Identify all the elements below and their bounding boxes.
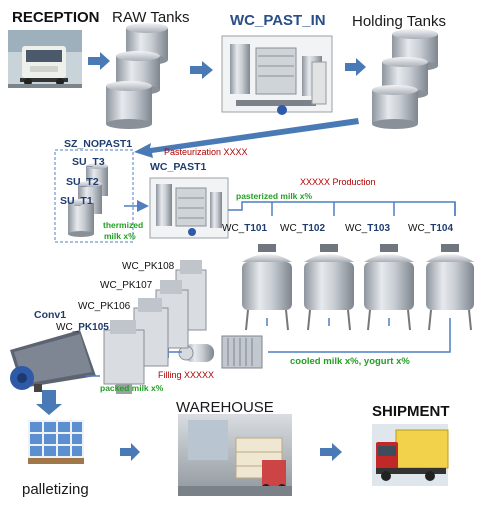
wc-pk105-label: WC_PK105	[56, 322, 109, 333]
packing-machines-icon	[103, 260, 207, 394]
cooled-milk-label: cooled milk x%, yogurt x%	[290, 356, 410, 367]
wc-pk108-label: WC_PK108	[122, 261, 175, 272]
thermized-milk-label: milk x%	[104, 231, 136, 241]
arrow-conveyor-pallet	[36, 390, 62, 415]
wc-t102-label: WC_T102	[280, 223, 326, 234]
reception-truck-icon	[8, 30, 82, 88]
conv1-label: Conv1	[34, 309, 67, 321]
raw-tanks-label: RAW Tanks	[112, 9, 190, 26]
pasteurization-label: Pasteurization XXXX	[164, 147, 248, 157]
raw-tanks-icon	[106, 23, 168, 129]
palletizing-label: palletizing	[22, 481, 89, 498]
wc-pk106-label: WC_PK106	[78, 301, 131, 312]
su-t3-label: SU_T3	[72, 156, 105, 168]
arrow-reception-raw	[88, 52, 110, 70]
distribution-lines	[228, 201, 456, 216]
arrow-pallet-warehouse	[120, 443, 140, 461]
su-tanks-icon	[68, 163, 108, 237]
arrow-holding-nopast	[134, 118, 359, 158]
sz-nopast1-label: SZ_NOPAST1	[64, 138, 133, 150]
arrow-warehouse-shipment	[320, 443, 342, 461]
wc-past1-label: WC_PAST1	[150, 161, 207, 173]
process-tanks-icon	[242, 244, 474, 331]
holding-tanks-label: Holding Tanks	[352, 13, 446, 30]
shipment-truck-icon	[372, 424, 449, 486]
wc-t101-label: WC_T101	[222, 223, 268, 234]
su-t2-label: SU_T2	[66, 176, 99, 188]
heat-exchanger-icon	[221, 335, 263, 369]
pump-icon	[178, 344, 214, 362]
packed-milk-label: packed milk x%	[100, 383, 164, 393]
palletizing-icon	[28, 420, 84, 464]
wc-pk107-label: WC_PK107	[100, 280, 153, 291]
conveyor-icon	[10, 330, 96, 392]
arrow-raw-pastin	[190, 61, 213, 79]
warehouse-label: WAREHOUSE	[176, 399, 274, 416]
reception-label: RECEPTION	[12, 9, 100, 26]
shipment-label: SHIPMENT	[372, 403, 450, 420]
holding-tanks-icon	[372, 29, 438, 129]
wc-t103-label: WC_T103	[345, 223, 391, 234]
warehouse-icon	[178, 414, 292, 496]
filling-label: Filling XXXXX	[158, 370, 215, 380]
wc-past-in-label: WC_PAST_IN	[230, 12, 326, 29]
thermized-label: thermized	[103, 220, 144, 230]
wc-t104-label: WC_T104	[408, 223, 454, 234]
su-t1-label: SU_T1	[60, 195, 93, 207]
arrow-pastin-holding	[345, 58, 366, 76]
pasterized-milk-label: pasterized milk x%	[236, 191, 313, 201]
pasteurizer-in-icon	[221, 35, 333, 115]
pasteurizer-1-icon	[149, 177, 229, 239]
production-label: XXXXX Production	[300, 177, 376, 187]
